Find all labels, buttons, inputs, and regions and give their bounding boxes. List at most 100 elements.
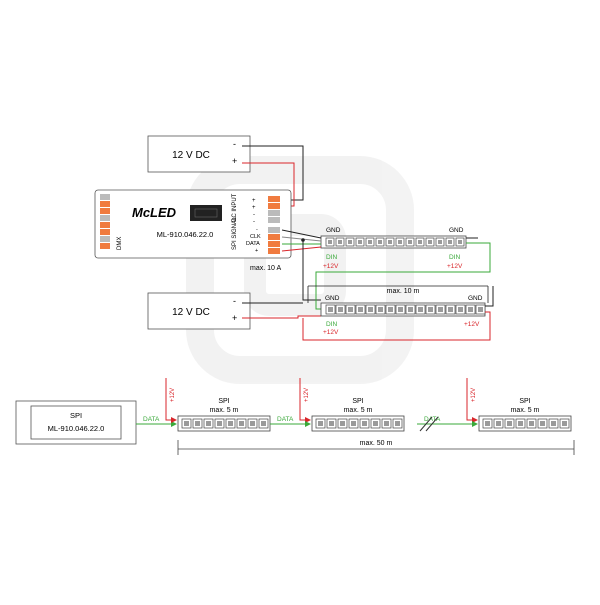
strip-one-v-right: +12V [447,263,463,270]
bottom-box-model: ML-910.046.22.0 [48,424,105,433]
segment-length: max. 5 m [344,407,373,414]
led-chip-core [418,307,423,312]
led-chip-core [388,240,392,244]
led-chip-core [362,421,367,426]
segment-title: SPI [519,398,530,405]
break-mark [425,416,439,432]
controller-strip-wires [281,229,322,301]
output-terminals [268,196,280,254]
led-chip-core [496,421,501,426]
controller-model: ML-910.046.22.0 [157,230,214,239]
led-chip-core [438,240,442,244]
led-chip-core [438,307,443,312]
led-chip-core [318,421,323,426]
led-chip-core [228,421,233,426]
led-chip-core [329,421,334,426]
max-current-label: max. 10 A [250,265,281,272]
led-chip-core [428,307,433,312]
led-chip-core [485,421,490,426]
led-chip-core [195,421,200,426]
led-chip-core [518,421,523,426]
led-chip-core [184,421,189,426]
led-chip-core [468,307,473,312]
led-chip-core [458,307,463,312]
led-chip-core [358,307,363,312]
led-chip-core [388,307,393,312]
led-chip-core [551,421,556,426]
psu-top-minus: - [233,139,236,149]
led-chip-core [206,421,211,426]
power-feed [299,378,311,423]
led-chip-core [395,421,400,426]
led-chip-core [250,421,255,426]
led-chip-core [368,240,372,244]
strip-one-din-right: DIN [449,254,461,261]
power-label: +12V [170,388,176,402]
strip-one-gnd-left: GND [326,227,341,234]
strip-two-v-left: +12V [323,329,339,336]
watermark-logo [186,156,414,384]
led-chip-core [351,421,356,426]
data-label: DATA [424,416,441,423]
led-chip-core [384,421,389,426]
strip-one-v-left: +12V [323,263,339,270]
psu-mid: 12 V DC - + [147,292,251,330]
total-length-dimension: max. 50 m [177,440,575,455]
led-chip-core [507,421,512,426]
spi-signal-label: SPI SIGNAL [232,216,238,250]
bottom-spi-box: SPI ML-910.046.22.0 [15,400,137,445]
dc-pin-3: - [253,212,255,218]
psu-mid-minus: - [233,296,236,306]
led-chip-core [448,307,453,312]
strip-one-din-left: DIN [326,254,338,261]
led-chip-core [217,421,222,426]
led-chip-core [428,240,432,244]
led-chip-core [239,421,244,426]
psu-top-label: 12 V DC [172,150,210,161]
strip-two-din-left: DIN [326,321,338,328]
dmx-terminals [100,194,110,249]
psu-top-plus: + [232,156,237,166]
segment-title: SPI [218,398,229,405]
break-mark [419,416,433,432]
led-chip-core [378,240,382,244]
led-chip-core [408,240,412,244]
total-length-label: max. 50 m [360,440,393,447]
led-chip-core [368,307,373,312]
led-chip-core [340,421,345,426]
strip-two-return-wires [302,286,494,341]
led-chip-core [478,307,483,312]
led-chip-core [562,421,567,426]
psu-mid-wires [242,302,321,319]
bottom-box-title: SPI [70,411,82,420]
led-chip-core [378,307,383,312]
dmx-label: DMX [117,237,123,250]
strip-two-span: max. 10 m [387,288,420,295]
led-chip-core [448,240,452,244]
led-chip-core [328,307,333,312]
psu-mid-plus: + [232,313,237,323]
psu-mid-label: 12 V DC [172,307,210,318]
led-chip-core [328,240,332,244]
led-chip-core [348,240,352,244]
segment-length: max. 5 m [511,407,540,414]
led-chip-core [529,421,534,426]
signal-pin-1: - [256,227,258,233]
led-chip-core [348,307,353,312]
signal-pin-3: DATA [246,241,260,247]
led-chip-core [373,421,378,426]
led-chip-core [338,240,342,244]
controller: DMX McLED ML-910.046.22.0 DC INPUT SPI S… [94,189,292,259]
led-chip-core [338,307,343,312]
signal-pin-4: + [255,248,258,254]
data-label: DATA [143,416,160,423]
led-chip-core [261,421,266,426]
dc-pin-2: + [252,205,256,211]
dc-pin-1: + [252,198,256,204]
dc-pin-4: - [253,219,255,225]
strip-one-gnd-right: GND [449,227,464,234]
strip-two: max. 10 m GND GND DIN +12V +12V [307,285,489,336]
